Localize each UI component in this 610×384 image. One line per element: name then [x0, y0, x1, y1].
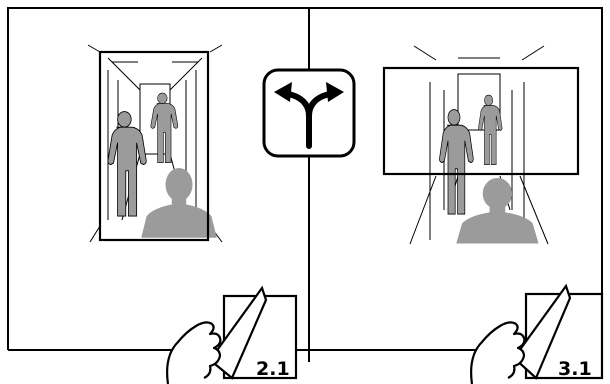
corridor-lines-right [409, 45, 549, 245]
bust-person-left [141, 168, 217, 238]
page-label-right: 3.1 [558, 358, 592, 380]
split-arrow-icon [262, 68, 356, 158]
page-label-left: 2.1 [256, 358, 290, 380]
page-corner-left: 2.1 [166, 285, 298, 384]
portrait-frame [98, 50, 210, 242]
left-panel: 2.1 [87, 44, 298, 384]
hand-icon [166, 321, 222, 384]
page-corner-right: 3.1 [470, 283, 604, 384]
bust-person-right [456, 178, 539, 244]
landscape-frame [382, 66, 580, 176]
hand-icon [470, 321, 526, 384]
standing-person-far-left [150, 92, 179, 164]
standing-person-near-right [439, 109, 474, 215]
right-panel: 3.1 [382, 45, 604, 384]
outer-frame [7, 7, 603, 351]
